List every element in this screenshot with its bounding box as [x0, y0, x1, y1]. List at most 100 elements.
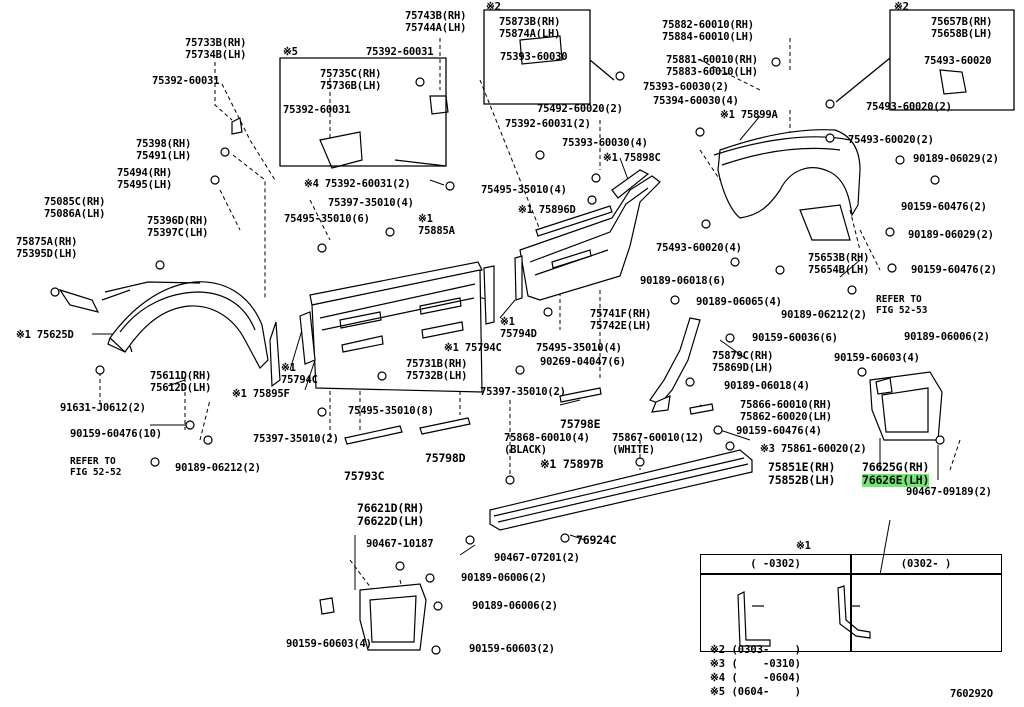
part-label: ※1 75896D: [518, 204, 576, 216]
footnote-marker: ※2: [894, 1, 909, 13]
part-label: 75493-60020(4): [656, 242, 742, 254]
part-label: ※1 75898C: [603, 152, 661, 164]
part-label: 75495-35010(6): [284, 213, 370, 225]
legend-table: ( -0302) (0302- ): [700, 554, 1002, 652]
footnote: ※5 (0604- ): [710, 686, 801, 698]
part-label: 75793C: [344, 469, 385, 483]
part-label: 90189-06018(4): [724, 380, 810, 392]
part-label: 75867-60010(12)(WHITE): [612, 432, 704, 456]
part-label: ※4 75392-60031(2): [304, 178, 411, 190]
part-label: 75393-60030(2): [643, 81, 729, 93]
part-label: 75733B(RH)75734B(LH): [185, 37, 247, 61]
part-label: 90467-09189(2): [906, 486, 992, 498]
part-label: 90189-06006(2): [472, 600, 558, 612]
part-label: 75392-60031: [366, 46, 434, 58]
part-label: 90189-06029(2): [908, 229, 994, 241]
part-label: 75875A(RH)75395D(LH): [16, 236, 78, 260]
part-label: 75393-60030(4): [562, 137, 648, 149]
part-label: 90189-06006(2): [904, 331, 990, 343]
part-label: 75881-60010(RH)75883-60010(LH): [666, 54, 758, 78]
part-label: 75398(RH)75491(LH): [136, 138, 192, 162]
part-label: 75743B(RH)75744A(LH): [405, 10, 467, 34]
part-label: 75866-60010(RH)75862-60020(LH): [740, 399, 832, 423]
part-label: ※1 75897B: [540, 457, 604, 471]
part-label: 75731B(RH)75732B(LH): [406, 358, 468, 382]
part-label: 90159-60476(2): [901, 201, 987, 213]
footnote-marker: ※5: [283, 46, 298, 58]
part-label: 90159-60036(6): [752, 332, 838, 344]
diagram-id: 760292O: [950, 688, 993, 700]
part-label: 75851E(RH)75852B(LH): [768, 460, 836, 487]
part-label: 75882-60010(RH)75884-60010(LH): [662, 19, 754, 43]
part-label: 90159-60476(10): [70, 428, 162, 440]
footnote: ※2 (0303- ): [710, 644, 801, 656]
part-label: ※3 75861-60020(2): [760, 443, 867, 455]
part-label: 75394-60030(4): [653, 95, 739, 107]
part-label: 91631-J0612(2): [60, 402, 146, 414]
part-label: 75396D(RH)75397C(LH): [147, 215, 209, 239]
part-label: 76924C: [576, 533, 617, 547]
part-label: 75735C(RH)75736B(LH): [320, 68, 382, 92]
part-label: 76621D(RH)76622D(LH): [357, 501, 425, 528]
part-label: 90189-06018(6): [640, 275, 726, 287]
part-label: ※1 75794C: [444, 342, 502, 354]
part-label: ※1 75625D: [16, 329, 74, 341]
part-label: 90159-60603(4): [834, 352, 920, 364]
table-divider: [701, 573, 1001, 575]
part-label: 90159-60603(4): [286, 638, 372, 650]
part-label: 75494(RH)75495(LH): [117, 167, 173, 191]
part-label: 75397-35010(2): [480, 386, 566, 398]
part-label: 90189-06029(2): [913, 153, 999, 165]
part-label: 75392-60031: [152, 75, 220, 87]
part-label: 75653B(RH)75654B(LH): [808, 252, 870, 276]
part-label: 75493-60020(2): [866, 101, 952, 113]
part-label: 75392-60031: [283, 104, 351, 116]
part-label: 76625G(RH): [862, 460, 930, 474]
footnote: ※4 ( -0604): [710, 672, 801, 684]
table-divider: [850, 555, 852, 651]
part-label: ※1 75899A: [720, 109, 778, 121]
part-label: 75798E: [560, 417, 601, 431]
footnote: ※3 ( -0310): [710, 658, 801, 670]
part-label: 75085C(RH)75086A(LH): [44, 196, 106, 220]
part-label: 75879C(RH)75869D(LH): [712, 350, 774, 374]
part-label: 75492-60020(2): [537, 103, 623, 115]
part-label: 75495-35010(4): [536, 342, 622, 354]
part-label: 90159-60476(4): [736, 425, 822, 437]
part-label: 75873B(RH)75874A(LH): [499, 16, 561, 40]
part-label: 90467-10187: [366, 538, 434, 550]
part-label: 90269-04047(6): [540, 356, 626, 368]
part-label: 90189-06212(2): [175, 462, 261, 474]
part-label: 90159-60476(2): [911, 264, 997, 276]
part-label: 90189-06065(4): [696, 296, 782, 308]
part-label: 90159-60603(2): [469, 643, 555, 655]
part-label: 75493-60020(2): [848, 134, 934, 146]
legend-table-title: ※1: [796, 540, 811, 552]
part-label: 90189-06212(2): [781, 309, 867, 321]
footnote-marker: ※2: [486, 1, 501, 13]
part-label: 75798D: [425, 451, 466, 465]
part-label: 90467-07201(2): [494, 552, 580, 564]
part-label: 75397-35010(2): [253, 433, 339, 445]
part-label: 75397-35010(4): [328, 197, 414, 209]
highlighted-part-label[interactable]: 76626E(LH): [862, 473, 930, 487]
part-label: 75493-60020: [924, 55, 992, 67]
legend-column-header: ( -0302): [750, 558, 801, 570]
part-label: 75868-60010(4)(BLACK): [504, 432, 590, 456]
part-label: 90189-06006(2): [461, 572, 547, 584]
part-label: 75741F(RH)75742E(LH): [590, 308, 652, 332]
part-label: 75495-35010(4): [481, 184, 567, 196]
part-label: 75392-60031(2): [505, 118, 591, 130]
part-label: 75611D(RH)75612D(LH): [150, 370, 212, 394]
part-label: ※1 75895F: [232, 388, 290, 400]
legend-column-header: (0302- ): [900, 558, 952, 570]
part-label: 75393-60030: [500, 51, 568, 63]
part-label: 75495-35010(8): [348, 405, 434, 417]
